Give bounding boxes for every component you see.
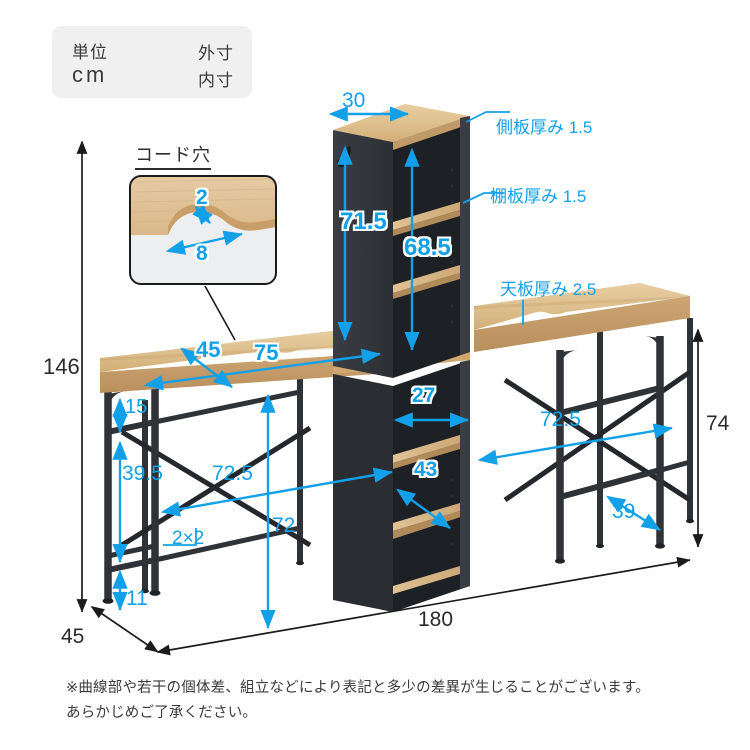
dim-mid-gap: 39.5 (122, 462, 163, 485)
dim-total-height: 146 (43, 354, 80, 379)
dim-shelf-inner-width: 27 (412, 384, 436, 407)
legend-box (52, 26, 252, 98)
right-desk (474, 283, 694, 564)
dim-knee-width-right: 72.5 (540, 408, 581, 431)
dim-under-top-rail: 15 (125, 396, 148, 418)
callout-leg-profile: 2×2 (172, 528, 205, 549)
dim-total-width: 180 (418, 608, 454, 631)
cord-hole-depth-label: 2 (196, 186, 208, 209)
callout-leaders (163, 111, 524, 546)
dim-desk-top-width-left: 75 (254, 340, 279, 365)
dim-desk-top-depth-left: 45 (196, 337, 221, 362)
legend-inner-label: 内寸 (198, 71, 234, 90)
footnote-line-1: ※曲線部や若干の個体差、組立などにより表記と多少の差異が生じることがございます。 (66, 680, 650, 696)
dim-knee-height: 72 (272, 514, 296, 537)
legend-unit-label: 単位 (72, 43, 108, 62)
cord-hole-title: コード穴 (135, 141, 211, 170)
callout-top-panel-thickness: 天板厚み 2.5 (500, 280, 597, 299)
cord-hole-illustration (129, 175, 277, 341)
dim-tower-inner-height-left: 71.5 (340, 208, 387, 235)
dim-lower-gap: 11 (126, 587, 148, 610)
inner-dimension-arrows (112, 106, 673, 629)
legend-outer-label: 外寸 (198, 44, 234, 63)
dim-tower-width: 30 (342, 89, 366, 112)
dim-desk-height: 74 (706, 412, 730, 435)
dim-shelf-inner-depth: 43 (414, 458, 438, 481)
dim-knee-width-left: 72.5 (212, 462, 253, 485)
callout-shelf-panel-thickness: 棚板厚み 1.5 (490, 187, 587, 206)
footnote-line-2: あらかじめご了承ください。 (66, 705, 258, 722)
legend-unit-value: cm (72, 62, 108, 87)
dim-depth: 45 (61, 625, 85, 648)
outer-dimension-arrows (76, 140, 704, 656)
dim-foot-rail-depth-right: 39 (612, 500, 636, 523)
dim-tower-inner-height-right: 68.5 (404, 234, 451, 261)
callout-side-panel-thickness: 側板厚み 1.5 (496, 118, 593, 137)
footnote: ※曲線部や若干の個体差、組立などにより表記と多少の差異が生じることがございます。… (66, 676, 706, 727)
cord-hole-width-label: 8 (196, 242, 208, 265)
